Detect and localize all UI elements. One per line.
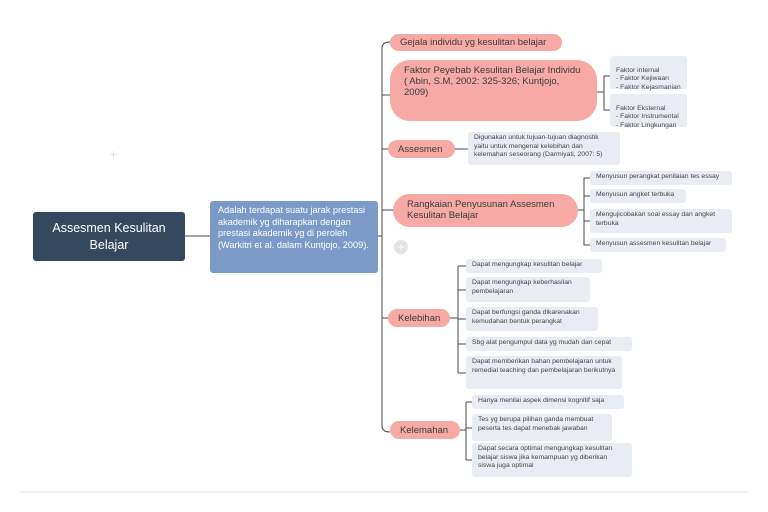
leaf-kelebihan-4[interactable]: Sbg alat pengumpul data yg mudah dan cep… (466, 337, 632, 351)
leaf-text: Digunakan untuk tujuan-tujuan diagnostik… (474, 134, 603, 159)
leaf-text: Menyusun perangkat penilaian tes essay (596, 173, 720, 180)
branch-label: Kelemahan (400, 425, 449, 436)
leaf-text: Tes yg berupa pilihan ganda membuat pese… (478, 416, 594, 432)
leaf-kelebihan-3[interactable]: Dapat berfungsi ganda dikarenakan kemuda… (466, 307, 598, 331)
root-label: Assesmen Kesulitan Belajar (52, 220, 166, 252)
definition-node[interactable]: Adalah terdapat suatu jarak prestasi aka… (210, 201, 378, 273)
leaf-text: Faktor internal - Faktor Kejiwaan - Fakt… (616, 66, 681, 91)
leaf-kelebihan-1[interactable]: Dapat mengungkap kesulitan belajar (466, 259, 602, 273)
branch-faktor-penyebab[interactable]: Faktor Peyebab Kesulitan Belajar Individ… (390, 60, 597, 121)
branch-label: Kelebihan (398, 313, 441, 324)
branch-kelemahan[interactable]: Kelemahan (390, 421, 460, 439)
leaf-text: Hanya menilai aspek dimensi kognitif saj… (478, 397, 605, 404)
branch-label: Rangkaian Penyusunan Assesmen Kesulitan … (407, 199, 555, 221)
branch-label: Faktor Peyebab Kesulitan Belajar Individ… (404, 65, 581, 98)
branch-assesmen[interactable]: Assesmen (388, 140, 455, 158)
root-node[interactable]: Assesmen Kesulitan Belajar (33, 212, 185, 261)
leaf-rangkaian-3[interactable]: Mengujicobakan soal essay dan angket ter… (590, 209, 732, 233)
branch-rangkaian[interactable]: Rangkaian Penyusunan Assesmen Kesulitan … (393, 194, 578, 227)
branch-label: Gejala individu yg kesulitan belajar (400, 37, 547, 48)
leaf-kelemahan-1[interactable]: Hanya menilai aspek dimensi kognitif saj… (472, 395, 624, 409)
leaf-text: Dapat mengungkap keberhasilan pembelajar… (472, 279, 572, 295)
leaf-text: Dapat secara optimal mengungkap kesulita… (478, 445, 613, 470)
leaf-kelebihan-2[interactable]: Dapat mengungkap keberhasilan pembelajar… (466, 277, 590, 302)
leaf-kelemahan-2[interactable]: Tes yg berupa pilihan ganda membuat pese… (472, 414, 612, 441)
leaf-rangkaian-4[interactable]: Menyusun assesmen kesulitan belajar (590, 238, 726, 252)
leaf-text: Dapat berfungsi ganda dikarenakan kemuda… (472, 309, 580, 325)
leaf-text: Dapat mengungkap kesulitan belajar (472, 261, 583, 268)
leaf-kelebihan-5[interactable]: Dapat memberikan bahan pembelajaran untu… (466, 356, 622, 389)
branch-gejala[interactable]: Gejala individu yg kesulitan belajar (390, 34, 562, 51)
leaf-faktor-internal[interactable]: Faktor internal - Faktor Kejiwaan - Fakt… (610, 56, 687, 91)
leaf-text: Faktor Eksternal - Faktor Instrumental -… (616, 104, 679, 129)
branch-label: Assesmen (398, 144, 443, 155)
definition-text: Adalah terdapat suatu jarak prestasi aka… (218, 205, 369, 250)
leaf-text: Menyusun assesmen kesulitan belajar (596, 240, 712, 247)
leaf-text: Dapat memberikan bahan pembelajaran untu… (472, 358, 616, 374)
branch-kelebihan[interactable]: Kelebihan (388, 309, 450, 327)
leaf-kelemahan-3[interactable]: Dapat secara optimal mengungkap kesulita… (472, 443, 632, 477)
leaf-text: Mengujicobakan soal essay dan angket ter… (596, 211, 716, 227)
plus-icon[interactable]: + (394, 240, 408, 254)
leaf-faktor-eksternal[interactable]: Faktor Eksternal - Faktor Instrumental -… (610, 94, 687, 129)
leaf-rangkaian-2[interactable]: Menyusun angket terbuka (590, 189, 686, 203)
leaf-assesmen-definition[interactable]: Digunakan untuk tujuan-tujuan diagnostik… (468, 132, 620, 165)
leaf-text: Menyusun angket terbuka (596, 191, 675, 198)
leaf-rangkaian-1[interactable]: Menyusun perangkat penilaian tes essay (590, 171, 732, 185)
leaf-text: Sbg alat pengumpul data yg mudah dan cep… (472, 339, 612, 346)
